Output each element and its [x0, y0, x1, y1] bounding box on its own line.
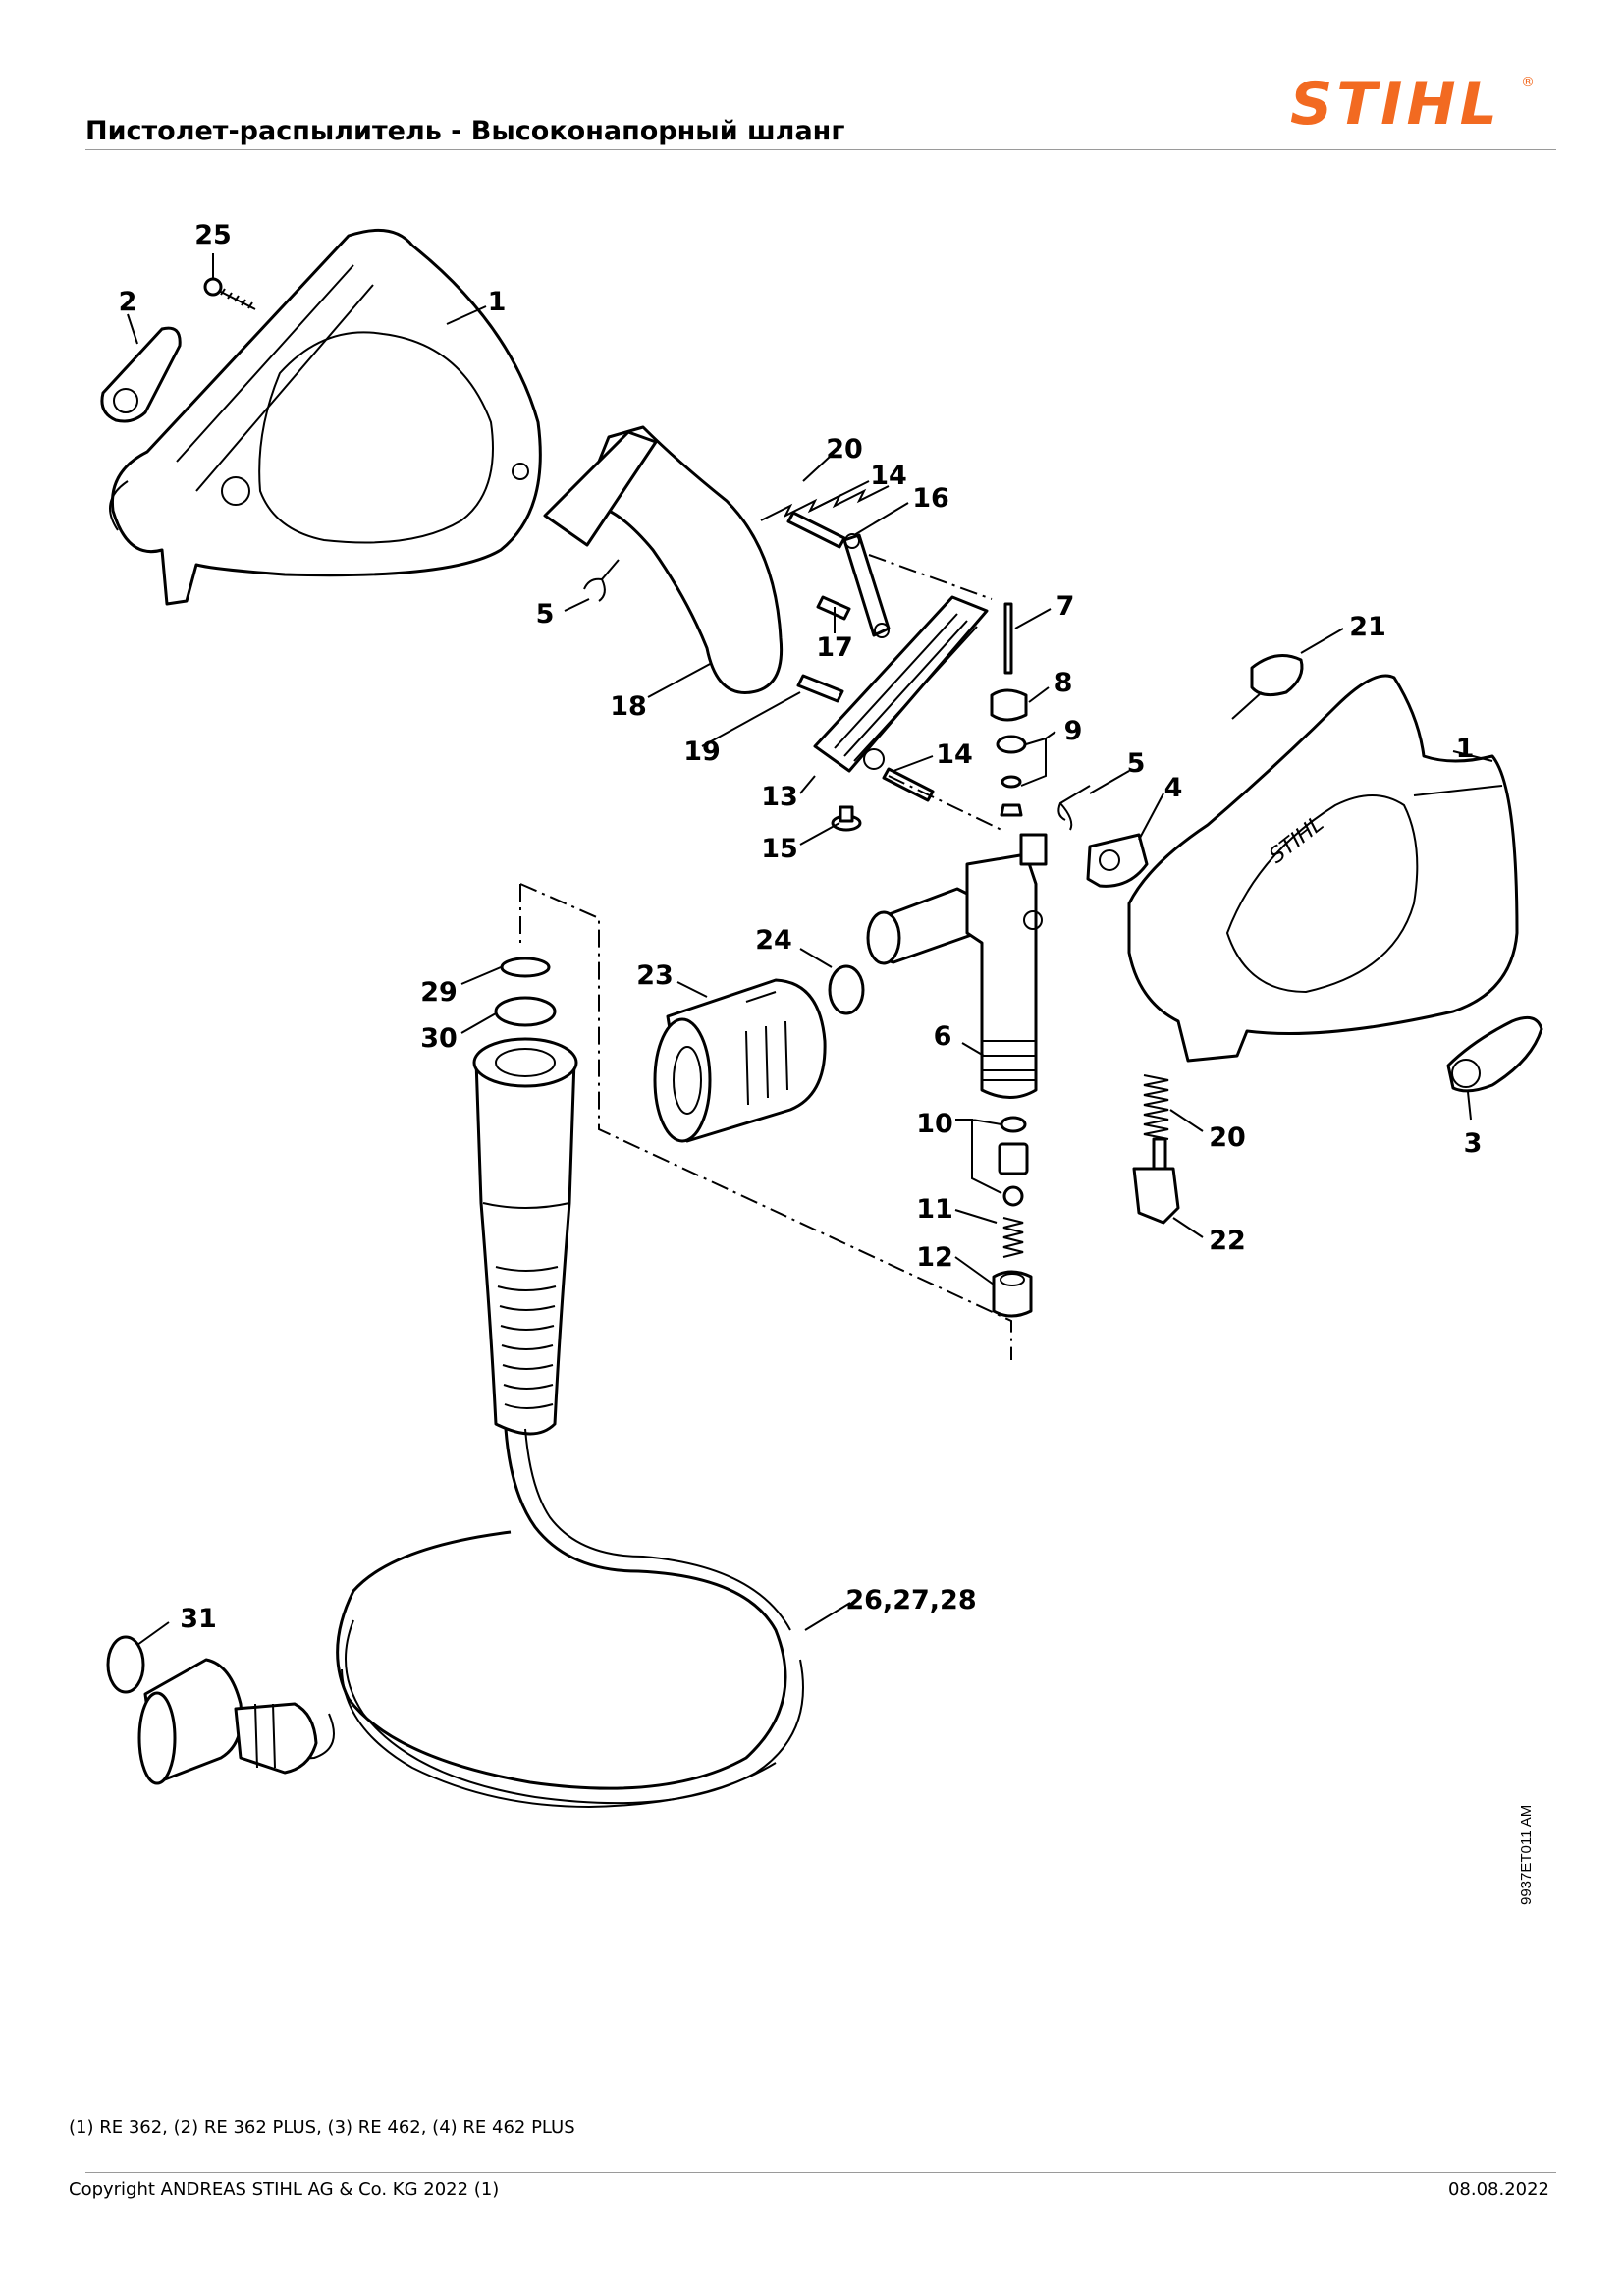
link-16	[842, 533, 891, 638]
trigger-18	[543, 425, 784, 694]
callout-8: 8	[1055, 668, 1073, 698]
callout-18: 18	[610, 691, 647, 722]
assembly-dash-lines	[519, 554, 1012, 1360]
callout-30: 30	[420, 1023, 458, 1054]
valve-body-6	[866, 833, 1048, 1099]
pin-19	[796, 674, 844, 703]
drawing-reference-code: 9937ET011 AM	[1518, 1804, 1535, 1905]
spring-20-bottom	[1143, 1074, 1169, 1140]
callout-7: 7	[1056, 591, 1075, 622]
callout-29: 29	[420, 977, 458, 1008]
housing-left-half	[109, 228, 542, 606]
plate-4	[1086, 833, 1149, 888]
seal-10	[998, 1116, 1029, 1207]
model-footnote: (1) RE 362, (2) RE 362 PLUS, (3) RE 462,…	[69, 2117, 575, 2138]
callout-14-bottom: 14	[936, 739, 973, 770]
header-divider	[85, 149, 1556, 150]
callout-20-bottom: 20	[1209, 1122, 1246, 1153]
slider-22	[1132, 1137, 1180, 1225]
callout-17: 17	[816, 632, 853, 663]
housing-right-half: STIHL	[1127, 674, 1519, 1063]
callout-1-right: 1	[1456, 734, 1475, 764]
callout-6: 6	[934, 1021, 952, 1052]
callout-16: 16	[912, 483, 949, 514]
callout-25: 25	[194, 220, 232, 250]
footer-divider	[85, 2172, 1556, 2173]
lever-cap-2	[100, 326, 182, 423]
callout-31: 31	[180, 1604, 217, 1634]
callout-21: 21	[1349, 612, 1386, 642]
callout-4: 4	[1164, 773, 1183, 803]
o-ring-31	[106, 1635, 145, 1694]
spring-11	[1002, 1217, 1024, 1258]
callout-24: 24	[755, 925, 792, 956]
pin-14-top	[786, 511, 846, 549]
callout-19: 19	[683, 737, 721, 767]
seal-set-9	[996, 735, 1027, 817]
callout-26-27-28: 26,27,28	[845, 1585, 976, 1615]
callout-10: 10	[916, 1109, 953, 1139]
clip-5-right	[1057, 785, 1091, 831]
stihl-logo: STIHL ®	[1290, 70, 1535, 138]
callout-5-right: 5	[1127, 748, 1146, 779]
document-date: 08.08.2022	[1447, 2179, 1549, 2200]
callout-23: 23	[636, 960, 674, 991]
callout-9: 9	[1064, 716, 1083, 746]
callout-22: 22	[1209, 1226, 1246, 1256]
callout-2: 2	[119, 287, 137, 317]
pin-7	[1003, 602, 1013, 675]
copyright: Copyright ANDREAS STIHL AG & Co. KG 2022…	[69, 2179, 500, 2200]
callout-14-top: 14	[870, 461, 907, 491]
ring-30	[494, 996, 557, 1027]
callout-20-top: 20	[826, 434, 863, 465]
lever-cap-3	[1446, 1015, 1543, 1093]
callout-3: 3	[1464, 1128, 1483, 1159]
high-pressure-hose	[137, 1037, 804, 1809]
callout-1-left: 1	[488, 287, 507, 317]
callout-15: 15	[761, 834, 798, 864]
svg-text:®: ®	[1521, 75, 1535, 90]
clip-5-left	[583, 559, 620, 602]
o-ring-29	[500, 957, 551, 978]
page-title: Пистолет-распылитель - Высоконапорный шл…	[85, 116, 845, 146]
nut-8	[990, 688, 1028, 722]
button-21	[1231, 654, 1304, 720]
washer-24	[828, 964, 865, 1015]
callout-leaders	[127, 253, 1493, 1646]
pin-14-bottom	[882, 767, 935, 802]
lever-arm-13	[813, 595, 989, 773]
svg-text:STIHL: STIHL	[1290, 70, 1501, 138]
nut-12	[992, 1270, 1033, 1318]
screw-25	[203, 277, 256, 310]
callout-13: 13	[761, 782, 798, 812]
valve-pin-15	[831, 805, 862, 832]
nozzle-23	[653, 978, 827, 1143]
callout-5-left: 5	[536, 599, 555, 629]
callout-11: 11	[916, 1194, 953, 1225]
callout-12: 12	[916, 1242, 953, 1273]
